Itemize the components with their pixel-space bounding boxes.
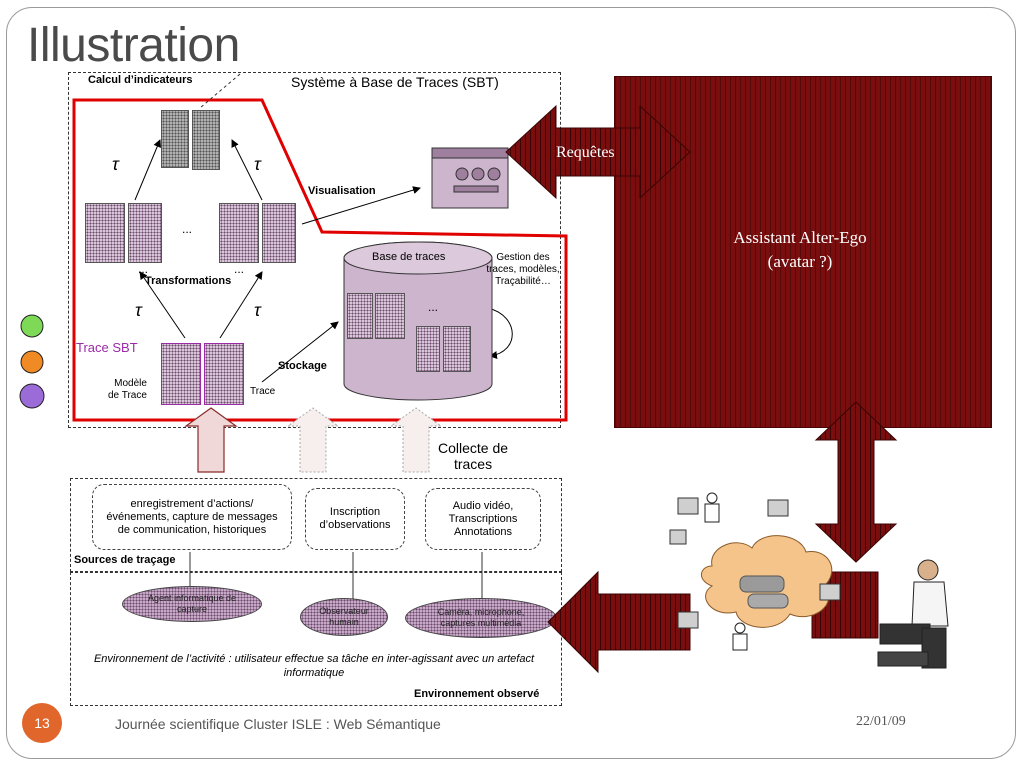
stored-doc-4 xyxy=(443,326,471,372)
agent-informatique: Agent informatique de capture xyxy=(122,586,262,622)
ellipsis-1: ... xyxy=(182,222,193,236)
ellipsis-2: ... xyxy=(138,262,149,276)
environnement-label: Environnement observé xyxy=(414,688,540,700)
tau-1: τ xyxy=(112,154,119,174)
activite-label: Environnement de l’activité : utilisateu… xyxy=(93,653,535,679)
user-figure xyxy=(877,559,949,669)
slide-frame xyxy=(6,7,1016,759)
camera-microphone: Caméra, microphone, captures multimédia xyxy=(405,598,557,638)
arrow-transform-2 xyxy=(231,139,263,201)
requetes-arrow xyxy=(505,104,691,200)
calcul-label: Calcul d’indicateurs xyxy=(88,74,193,86)
modele-label: Modèle de Trace xyxy=(108,378,147,401)
slide-title: Illustration xyxy=(27,19,240,72)
computer-icon xyxy=(669,497,841,629)
gestion-label: Gestion des traces, modèles, Traçabilité… xyxy=(486,252,560,287)
vertical-arrow xyxy=(814,401,898,563)
trace-sbt-highlight xyxy=(72,98,568,422)
collecte-arrow-1 xyxy=(184,407,238,473)
collecte-arrow-3 xyxy=(389,407,443,473)
slide-date: 22/01/09 xyxy=(856,714,906,729)
arrow-transform-1 xyxy=(134,139,161,201)
collecte-label: Collecte de traces xyxy=(438,440,509,472)
source-item-2: Inscription d’observations xyxy=(305,488,405,550)
environnement-container xyxy=(70,572,562,706)
stored-doc-1 xyxy=(347,293,373,339)
observateur-humain: Observateur humain xyxy=(300,598,388,636)
trace-doc-a1 xyxy=(85,203,125,263)
arrow-transform-4 xyxy=(219,271,263,339)
trace-doc-a2 xyxy=(128,203,162,263)
base-traces-label: Base de traces xyxy=(372,251,446,263)
trace-sbt-doc xyxy=(204,343,244,405)
arrow-gestion xyxy=(487,307,513,360)
slide-number-badge: 13 xyxy=(22,703,62,743)
sbt-title: Système à Base de Traces (SBT) xyxy=(291,74,499,90)
visualisation-label: Visualisation xyxy=(308,185,376,197)
assistant-panel xyxy=(614,76,992,428)
tau-3: τ xyxy=(135,300,142,320)
tau-2: τ xyxy=(254,154,261,174)
transformations-label: Transformations xyxy=(145,275,232,287)
collecte-arrow-2 xyxy=(286,407,340,473)
stored-doc-3 xyxy=(416,326,440,372)
assistant-title: Assistant Alter-Ego xyxy=(733,228,867,247)
sources-container xyxy=(70,478,562,572)
trace-sbt-model-doc xyxy=(161,343,201,405)
tau-4: τ xyxy=(254,300,261,320)
arrow-stockage xyxy=(261,321,339,383)
trace-label: Trace xyxy=(250,386,276,397)
arrow-transform-3 xyxy=(139,271,186,339)
environment-arrow xyxy=(547,570,691,674)
sources-label: Sources de traçage xyxy=(74,554,176,566)
stockage-label: Stockage xyxy=(278,360,327,372)
trace-doc-b2 xyxy=(262,203,296,263)
requetes-label: Requêtes xyxy=(556,144,615,161)
source-item-1: enregistrement d’actions/ événements, ca… xyxy=(92,484,292,550)
ellipsis-4: ... xyxy=(428,300,439,314)
footer-text: Journée scientifique Cluster ISLE : Web … xyxy=(115,716,441,732)
ellipsis-3: ... xyxy=(234,262,245,276)
source-item-3: Audio vidéo, Transcriptions Annotations xyxy=(425,488,541,550)
stored-doc-2 xyxy=(375,293,405,339)
trace-doc-b1 xyxy=(219,203,259,263)
trace-sbt-label: Trace SBT xyxy=(76,340,138,355)
person-icon xyxy=(704,492,748,651)
arrow-visualisation xyxy=(301,186,421,225)
mascot-icons xyxy=(19,314,45,409)
indicator-doc-left xyxy=(161,110,189,168)
assistant-subtitle: (avatar ?) xyxy=(767,252,833,271)
indicator-doc-right xyxy=(192,110,220,170)
